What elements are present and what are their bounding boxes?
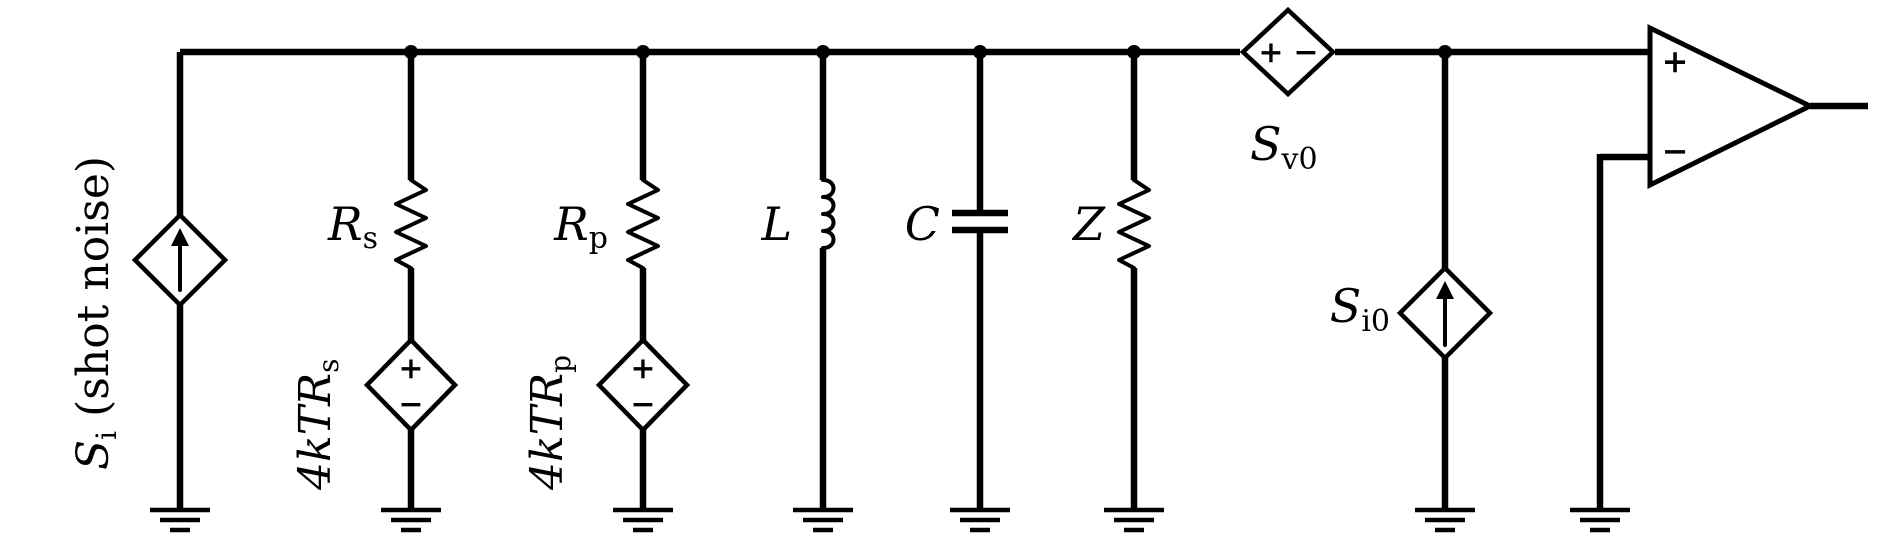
ground-icon [150,507,210,533]
si0-label: Si0 [1330,279,1390,339]
rs-noise-source-label: 4kTRs [290,358,345,491]
sv0-source-diamond [1239,6,1337,98]
ground-icon [1104,507,1164,533]
op-amp-noninverting-label: + [1662,42,1689,80]
si0-current-source-branch [1396,52,1494,510]
sv0-source-plus: + [1258,35,1283,70]
ground-icon [793,507,853,533]
rp-label: Rp [553,197,608,256]
current-arrow-icon [171,228,189,246]
sv0-voltage-source [1239,6,1337,98]
impedance-label: Z [1071,197,1106,251]
rs-resistor [394,178,428,270]
impedance-branch [1117,52,1151,510]
rs-source-plus: + [398,351,423,386]
op-amp-inverting-label: − [1662,132,1689,170]
sv0-source-minus: − [1293,35,1318,70]
inductor-coil [821,178,836,250]
capacitor-branch [952,52,1008,510]
ground-icon [1415,507,1475,533]
sv0-label: Sv0 [1250,117,1318,177]
inductor-label: L [760,197,792,251]
ground-symbols [150,507,1630,533]
op-amp [1596,24,1868,510]
rp-noise-source-label: 4kTRp [522,355,577,491]
rp-branch [595,52,691,510]
shot-noise-current-source-branch [131,52,229,510]
capacitor-label: C [905,197,940,251]
rp-source-plus: + [630,351,655,386]
ground-icon [613,507,673,533]
ground-icon [950,507,1010,533]
ground-icon [381,507,441,533]
rs-branch [363,52,459,510]
current-arrow-icon [1436,281,1454,299]
shot-noise-source-label: Si (shot noise) [68,156,123,470]
ground-icon [1570,507,1630,533]
op-amp-triangle [1647,24,1816,190]
rs-source-minus: − [398,387,423,422]
rs-label: Rs [327,197,378,256]
inductor-branch [819,52,836,510]
rp-source-minus: − [630,387,655,422]
z-resistor [1117,178,1151,270]
rp-resistor [626,178,660,270]
